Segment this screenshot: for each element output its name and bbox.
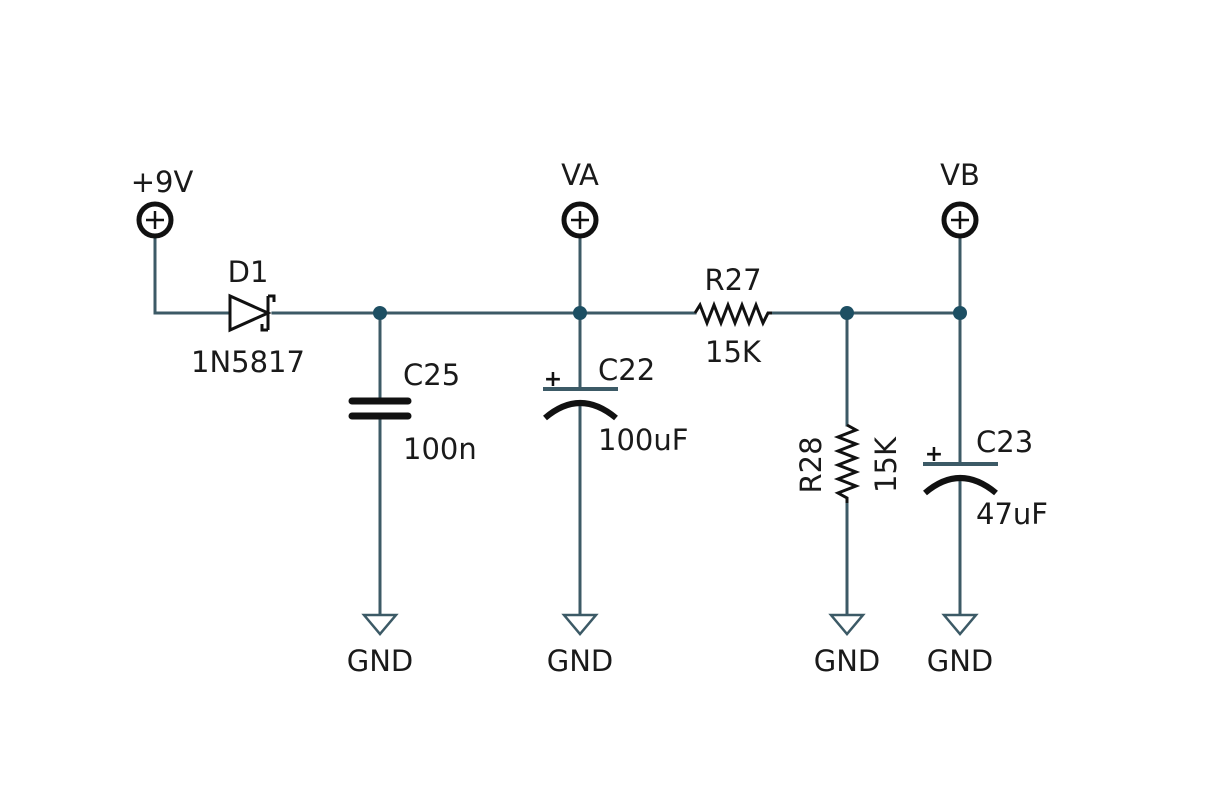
component-ref: D1 xyxy=(228,255,269,289)
component-c25[interactable]: C25 100n xyxy=(348,358,477,466)
component-ref: C23 xyxy=(976,425,1033,459)
polarized-capacitor-icon xyxy=(923,462,998,496)
power-port-label: VB xyxy=(940,158,980,192)
component-r28[interactable]: R28 15K xyxy=(794,423,903,503)
power-port-icon xyxy=(561,201,599,239)
ground-g2[interactable]: GND xyxy=(547,613,614,678)
power-port-9v[interactable]: +9V xyxy=(131,165,194,239)
component-ref: C25 xyxy=(403,358,460,392)
ground-icon xyxy=(361,613,399,636)
junction-dot xyxy=(953,306,967,320)
power-port-icon xyxy=(941,201,979,239)
component-d1[interactable]: D1 1N5817 xyxy=(191,255,305,379)
polarity-mark: + xyxy=(544,367,562,392)
ground-icon xyxy=(941,613,979,636)
component-value: 15K xyxy=(705,335,762,369)
power-port-label: VA xyxy=(561,158,599,192)
component-ref: R27 xyxy=(704,263,761,297)
ground-label: GND xyxy=(547,644,614,678)
resistor-icon xyxy=(693,300,772,328)
power-port-va[interactable]: VA xyxy=(561,158,599,239)
ground-g3[interactable]: GND xyxy=(814,613,881,678)
component-ref: C22 xyxy=(598,353,655,387)
ground-g1[interactable]: GND xyxy=(347,613,414,678)
component-value: 1N5817 xyxy=(191,345,305,379)
junction-dot xyxy=(573,306,587,320)
capacitor-icon xyxy=(348,397,412,420)
schottky-diode-icon xyxy=(228,293,276,333)
component-value: 15K xyxy=(869,436,903,493)
polarized-capacitor-icon xyxy=(543,387,618,421)
component-value: 100n xyxy=(403,432,477,466)
component-value: 100uF xyxy=(598,423,688,457)
wires xyxy=(153,236,962,617)
power-port-icon xyxy=(136,201,174,239)
component-c23[interactable]: C23 + 47uF xyxy=(923,425,1048,531)
junction-dot xyxy=(840,306,854,320)
resistor-icon xyxy=(833,423,861,503)
power-port-label: +9V xyxy=(131,165,194,199)
component-c22[interactable]: C22 + 100uF xyxy=(543,353,688,457)
component-ref: R28 xyxy=(794,436,828,493)
polarity-mark: + xyxy=(925,442,943,467)
component-r27[interactable]: R27 15K xyxy=(693,263,772,369)
ground-label: GND xyxy=(347,644,414,678)
component-value: 47uF xyxy=(976,497,1048,531)
ground-label: GND xyxy=(927,644,994,678)
power-port-vb[interactable]: VB xyxy=(940,158,980,239)
ground-g4[interactable]: GND xyxy=(927,613,994,678)
ground-label: GND xyxy=(814,644,881,678)
junction-dot xyxy=(373,306,387,320)
ground-icon xyxy=(828,613,866,636)
ground-icon xyxy=(561,613,599,636)
junctions xyxy=(373,306,967,320)
